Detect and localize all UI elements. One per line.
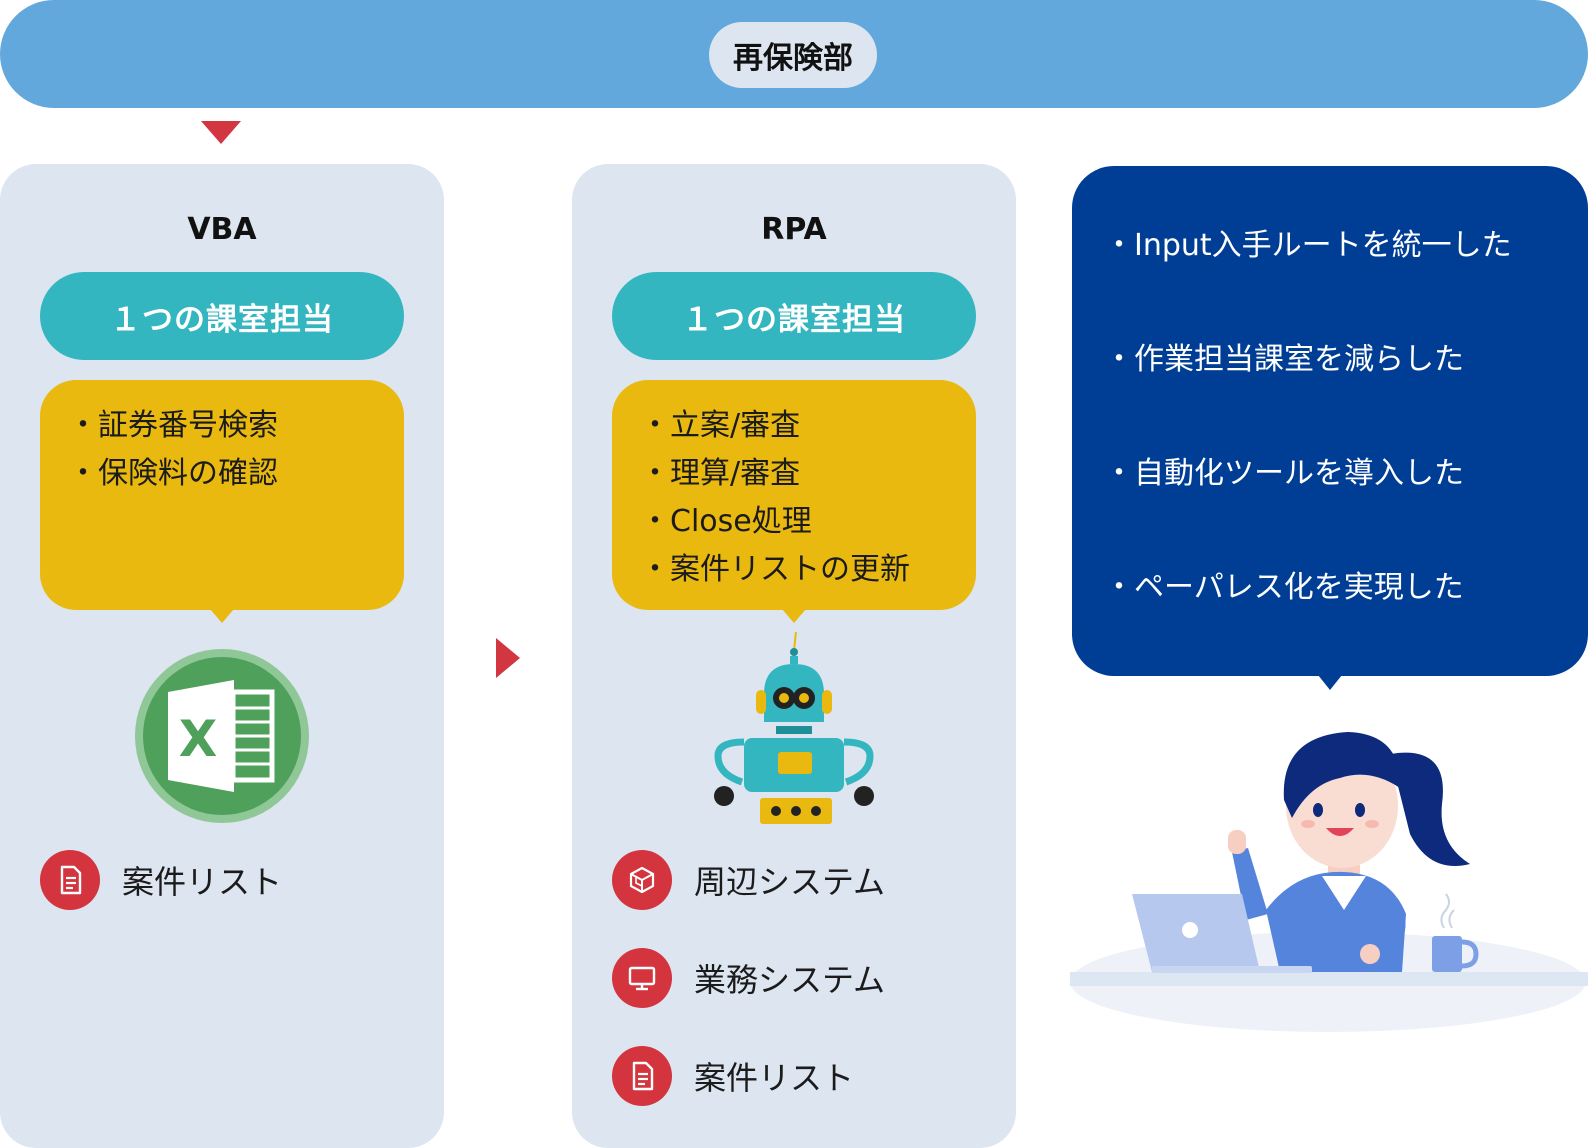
rpa-task-item: ・理算/審査 — [640, 456, 801, 491]
results-speech-bubble: ・Input入手ルートを統一した ・作業担当課室を減らした ・自動化ツールを導入… — [1072, 166, 1588, 690]
list-item: 業務システム — [612, 948, 885, 1008]
vba-team-pill: １つの課室担当 — [40, 272, 404, 360]
rpa-title: RPA — [761, 212, 827, 247]
result-item: ・Input入手ルートを統一した — [1104, 228, 1512, 263]
rpa-panel: RPA １つの課室担当 ・立案/審査 ・理算/審査 ・Close処理 ・案件リス… — [572, 164, 1016, 1148]
document-icon — [612, 1046, 672, 1106]
list-item-label: 案件リスト — [694, 1059, 855, 1097]
result-item: ・作業担当課室を減らした — [1104, 342, 1464, 377]
cube-icon — [612, 850, 672, 910]
rpa-task-item: ・案件リストの更新 — [640, 552, 910, 587]
monitor-icon — [612, 948, 672, 1008]
vba-task-box: ・証券番号検索 ・保険料の確認 — [40, 380, 404, 623]
arrow-right-icon — [496, 638, 520, 678]
rpa-task-item: ・Close処理 — [640, 504, 812, 539]
rpa-team-pill: １つの課室担当 — [612, 272, 976, 360]
list-item: 周辺システム — [612, 850, 885, 910]
woman-laptop-illustration — [1070, 732, 1588, 1032]
list-item: 案件リスト — [40, 850, 282, 910]
excel-icon: X — [135, 649, 309, 823]
list-item-label: 業務システム — [694, 961, 886, 999]
result-item: ・ペーパレス化を実現した — [1104, 570, 1464, 605]
result-item: ・自動化ツールを導入した — [1104, 456, 1464, 491]
vba-panel: VBA １つの課室担当 ・証券番号検索 ・保険料の確認 X 案件リスト — [0, 164, 444, 1148]
document-icon — [40, 850, 100, 910]
list-item-label: 案件リスト — [122, 863, 283, 901]
svg-text:X: X — [179, 710, 218, 768]
vba-task-item: ・証券番号検索 — [68, 408, 278, 443]
rpa-task-item: ・立案/審査 — [640, 408, 801, 443]
department-bar: 再保険部 — [0, 0, 1588, 108]
list-item: 案件リスト — [612, 1046, 854, 1106]
arrow-down-icon — [201, 121, 241, 144]
department-label: 再保険部 — [709, 22, 877, 88]
vba-title: VBA — [187, 212, 257, 247]
list-item-label: 周辺システム — [694, 863, 886, 901]
robot-icon — [714, 632, 874, 824]
vba-task-item: ・保険料の確認 — [68, 456, 278, 491]
rpa-task-box: ・立案/審査 ・理算/審査 ・Close処理 ・案件リストの更新 — [612, 380, 976, 623]
